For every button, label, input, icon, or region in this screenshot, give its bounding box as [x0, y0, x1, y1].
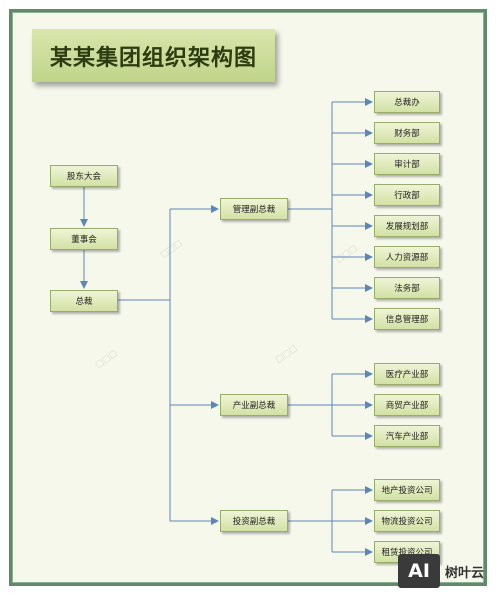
logo-text: 树叶云: [445, 565, 485, 581]
company-node: 物流投资公司: [374, 510, 440, 532]
node-vp-investment: 投资副总裁: [220, 510, 288, 532]
node-shareholders: 股东大会: [50, 165, 118, 187]
page-title: 某某集团组织架构图: [49, 45, 257, 71]
title-banner: 某某集团组织架构图: [32, 29, 275, 82]
node-vp-industry: 产业副总裁: [220, 394, 288, 416]
dept-node: 行政部: [374, 184, 440, 206]
dept-node: 信息管理部: [374, 308, 440, 330]
node-vp-management: 管理副总裁: [220, 198, 288, 220]
dept-node: 法务部: [374, 277, 440, 299]
dept-node: 人力资源部: [374, 246, 440, 268]
dept-node: 汽车产业部: [374, 425, 440, 447]
logo-mark: AI: [398, 554, 440, 588]
company-node: 地产投资公司: [374, 479, 440, 501]
dept-node: 医疗产业部: [374, 363, 440, 385]
dept-node: 审计部: [374, 153, 440, 175]
node-board: 董事会: [50, 228, 118, 250]
node-president: 总裁: [50, 290, 118, 312]
dept-node: 发展规划部: [374, 215, 440, 237]
dept-node: 总裁办: [374, 91, 440, 113]
dept-node: 商贸产业部: [374, 394, 440, 416]
site-logo: AI 树叶云: [398, 549, 498, 593]
dept-node: 财务部: [374, 122, 440, 144]
